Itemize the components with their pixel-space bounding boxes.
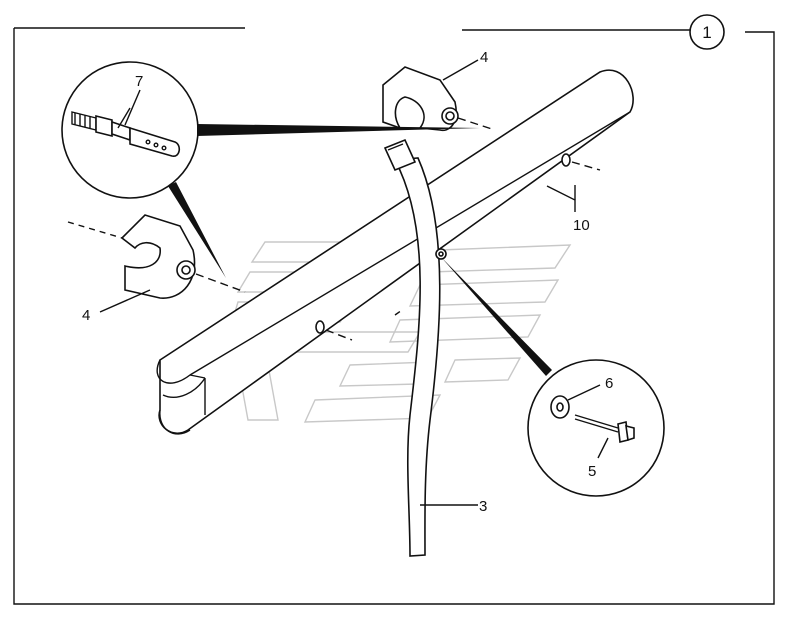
figure-number: 1 xyxy=(702,23,711,42)
leader-lines xyxy=(99,59,609,506)
detail-circle-5-6 xyxy=(441,257,665,497)
callout-4-top: 4 xyxy=(480,49,488,66)
figure-number-badge: 1 xyxy=(689,14,725,50)
callout-10: 10 xyxy=(573,217,590,234)
diagram-frame xyxy=(13,27,775,605)
bracket-top xyxy=(382,66,459,132)
callout-6: 6 xyxy=(605,375,613,392)
callout-4-left: 4 xyxy=(82,307,90,324)
bracket-left xyxy=(120,214,196,299)
centerlines xyxy=(67,117,601,341)
detail-circle-7 xyxy=(61,61,480,278)
channel-tube xyxy=(156,69,634,435)
callout-3: 3 xyxy=(479,498,487,515)
callout-5: 5 xyxy=(588,463,596,480)
strap xyxy=(383,138,447,557)
callout-7: 7 xyxy=(135,73,143,90)
